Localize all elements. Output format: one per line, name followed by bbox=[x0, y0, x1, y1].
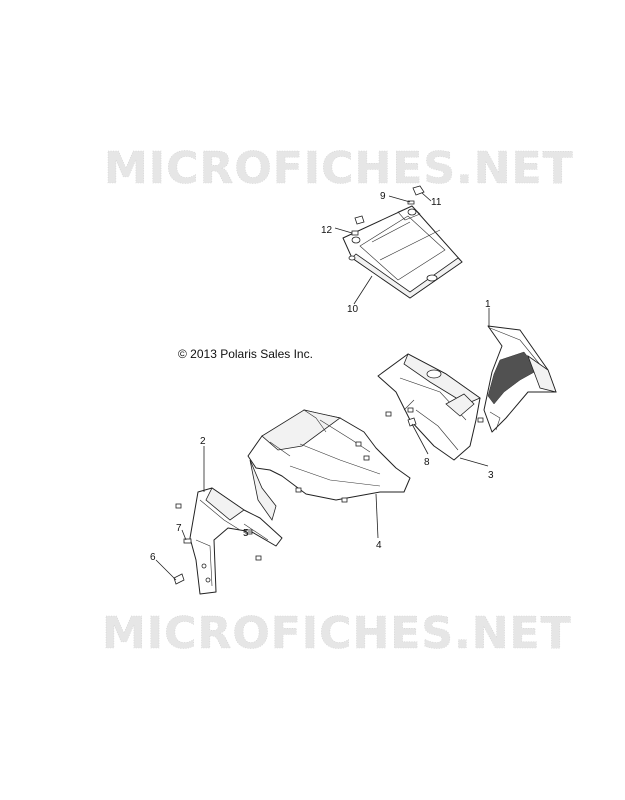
callout-10: 10 bbox=[347, 304, 359, 315]
callout-7: 7 bbox=[176, 523, 182, 534]
fastener-11 bbox=[412, 185, 425, 196]
fastener-top-mid bbox=[407, 208, 417, 216]
part-1-right-bracket bbox=[483, 325, 557, 433]
leader-lines bbox=[155, 192, 490, 581]
callout-8: 8 bbox=[424, 457, 430, 468]
callout-12: 12 bbox=[321, 225, 333, 236]
part-3-side-shell bbox=[377, 353, 481, 461]
callout-3: 3 bbox=[488, 470, 494, 481]
callout-11: 11 bbox=[431, 197, 442, 208]
callout-9: 9 bbox=[380, 191, 386, 202]
part-4-main-panel bbox=[247, 409, 411, 521]
fastener-6 bbox=[173, 573, 185, 585]
callout-1: 1 bbox=[485, 299, 491, 310]
callout-2: 2 bbox=[200, 436, 206, 447]
fastener-9 bbox=[407, 200, 415, 205]
fastener-12 bbox=[351, 230, 359, 236]
watermark-bottom: MICROFICHES.NET bbox=[102, 608, 572, 659]
fastener-7 bbox=[183, 538, 192, 544]
fastener-top-left bbox=[354, 215, 365, 225]
callout-5: 5 bbox=[243, 528, 249, 539]
part-2-left-bracket bbox=[189, 487, 283, 595]
copyright-text: © 2013 Polaris Sales Inc. bbox=[178, 347, 313, 361]
fastener-misc bbox=[175, 407, 484, 561]
callout-6: 6 bbox=[150, 552, 156, 563]
callout-4: 4 bbox=[376, 540, 382, 551]
watermark-top: MICROFICHES.NET bbox=[104, 143, 574, 194]
fastener-8 bbox=[407, 417, 417, 427]
part-10-cover-panel bbox=[342, 205, 463, 299]
